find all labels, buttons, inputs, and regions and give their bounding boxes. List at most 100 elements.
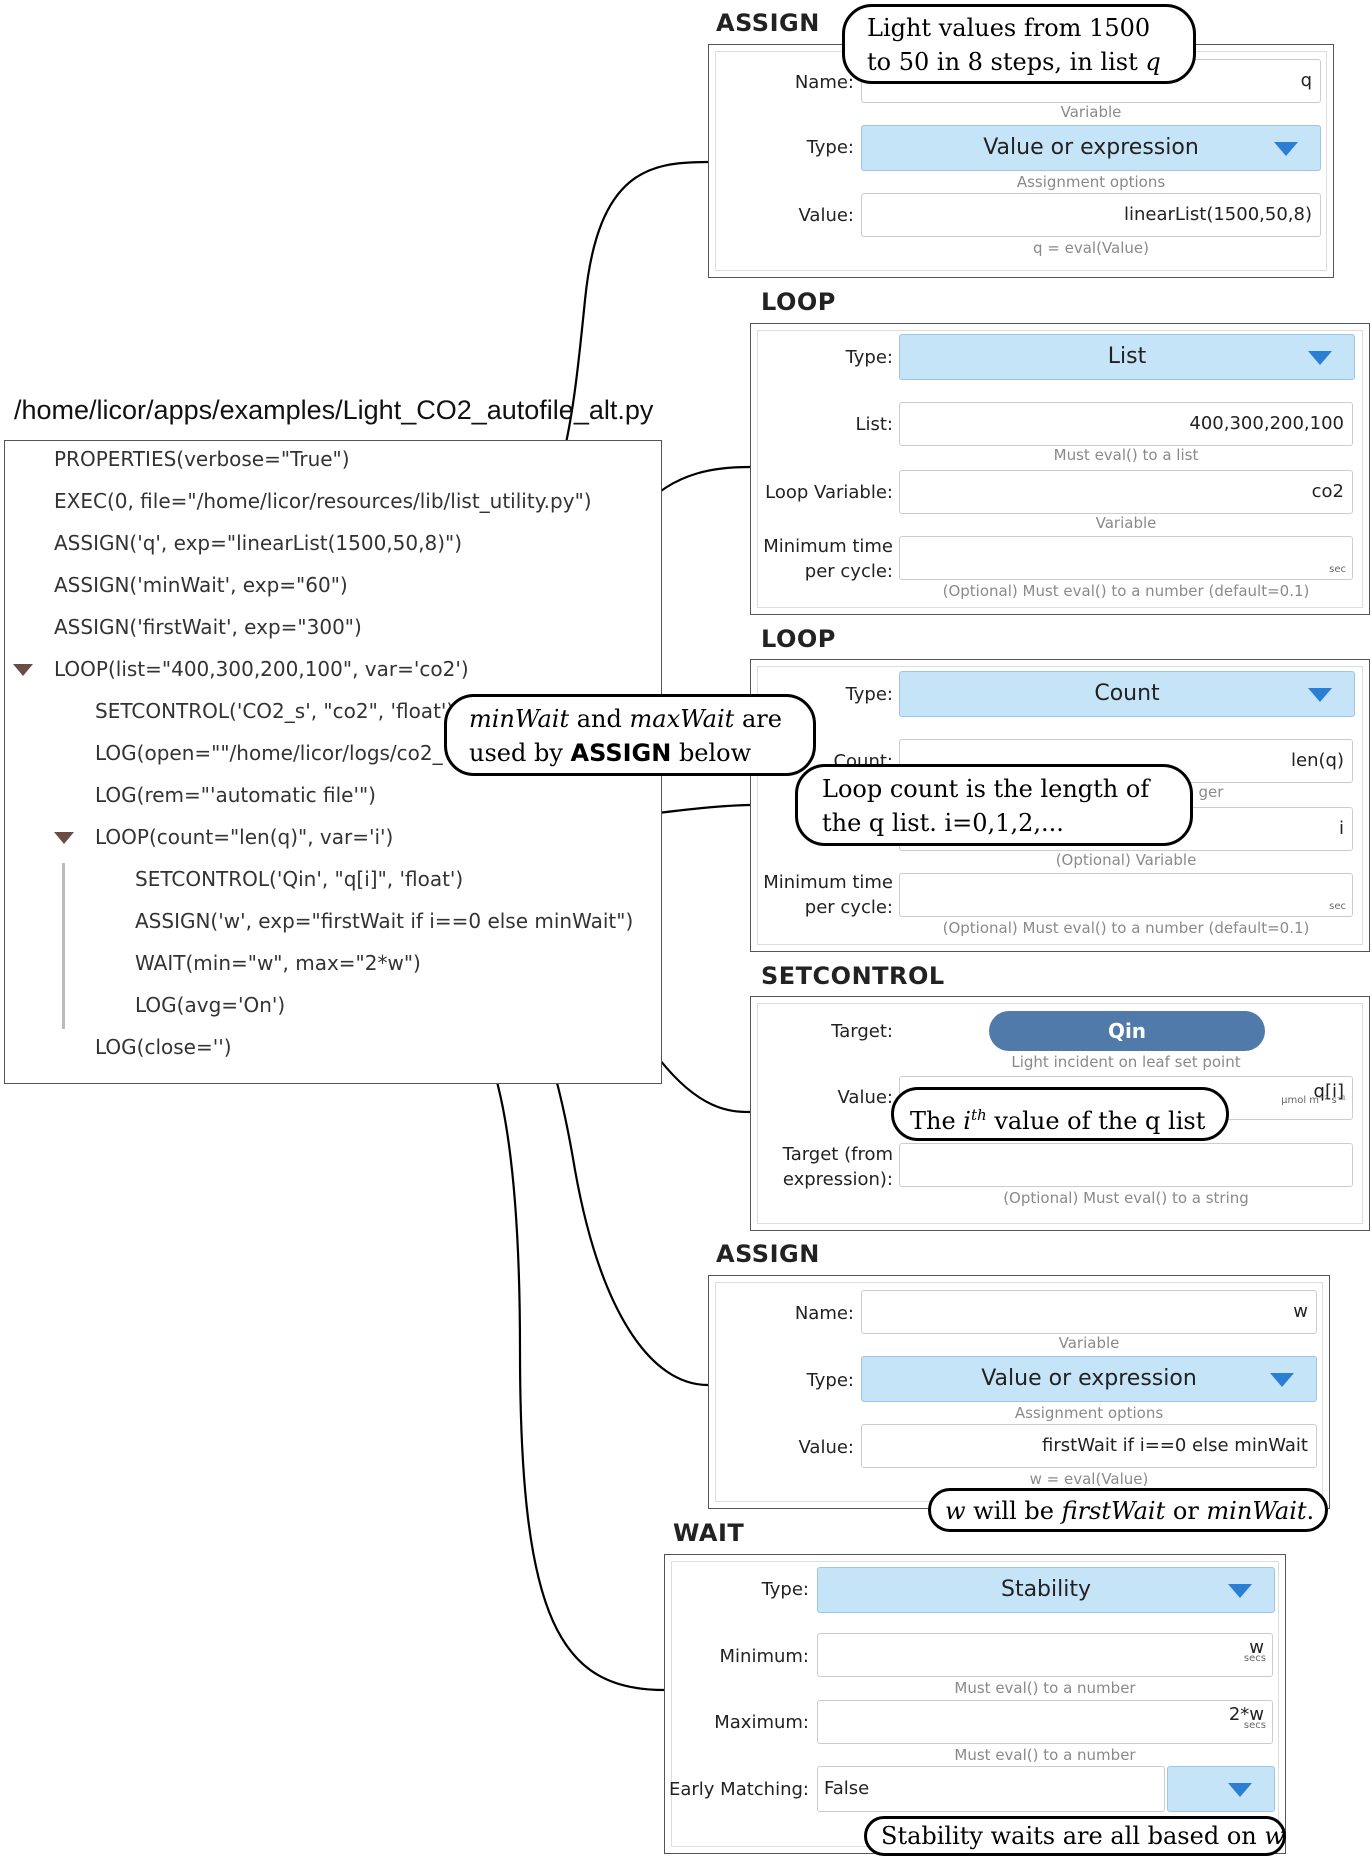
script-line-assign-w[interactable]: ASSIGN('w', exp="firstWait if i==0 else … — [135, 909, 634, 933]
min-time-unit: sec — [1329, 564, 1346, 575]
script-tree: PROPERTIES(verbose="True") EXEC(0, file=… — [4, 440, 662, 1084]
loop-variable-hint: Variable — [1095, 514, 1157, 532]
maximum-label: Maximum: — [714, 1712, 809, 1733]
target-hint: Light incident on leaf set point — [1011, 1053, 1241, 1071]
type-select-value: Stability — [1000, 1577, 1092, 1602]
setcontrol-title: SETCONTROL — [761, 962, 945, 990]
name-label: Name: — [794, 72, 854, 93]
maximum-field[interactable]: 2*w secs — [817, 1700, 1273, 1744]
min-time-field[interactable]: sec — [899, 536, 1353, 580]
callout-loopcount-line2: the q list. i=0,1,2,... — [822, 809, 1064, 837]
value-field[interactable]: firstWait if i==0 else minWait — [861, 1424, 1317, 1468]
value-label: Value: — [837, 1087, 894, 1108]
target-label: Target: — [831, 1021, 893, 1042]
minimum-field[interactable]: w secs — [817, 1633, 1273, 1677]
type-select-value: List — [1107, 344, 1147, 369]
type-label: Type: — [845, 684, 893, 705]
assign-q-title: ASSIGN — [716, 9, 820, 37]
expand-triangle-icon[interactable] — [13, 664, 33, 676]
target-button[interactable]: Qin — [989, 1011, 1265, 1051]
value-field[interactable]: linearList(1500,50,8) — [861, 193, 1321, 237]
script-line-assign-q[interactable]: ASSIGN('q', exp="linearList(1500,50,8)") — [54, 531, 463, 555]
dropdown-arrow-icon — [1274, 142, 1298, 156]
callout-w-value: w will be firstWait or minWait. — [928, 1488, 1328, 1532]
type-select[interactable]: Stability — [817, 1567, 1275, 1613]
early-matching-dropdown[interactable] — [1167, 1766, 1275, 1812]
type-label: Type: — [806, 1370, 854, 1391]
script-line-log-open[interactable]: LOG(open=""/home/licor/logs/co2_ — [95, 741, 443, 765]
script-line-setcontrol-qin[interactable]: SETCONTROL('Qin', "q[i]", 'float') — [135, 867, 464, 891]
script-line-log-rem[interactable]: LOG(rem="'automatic file'") — [95, 783, 376, 807]
assign-w-panel: Name: w Variable Type: Value or expressi… — [708, 1275, 1330, 1509]
type-select[interactable]: List — [899, 334, 1355, 380]
value-unit: µmol m⁻² s⁻¹ — [1281, 1095, 1346, 1106]
min-time-field[interactable]: sec — [899, 873, 1353, 917]
name-label: Name: — [794, 1303, 854, 1324]
script-line-loop-list[interactable]: LOOP(list="400,300,200,100", var='co2') — [54, 657, 469, 681]
type-select[interactable]: Value or expression — [861, 125, 1321, 171]
dropdown-arrow-icon — [1228, 1783, 1252, 1797]
loop-list-panel: Type: List List: 400,300,200,100 Must ev… — [750, 323, 1370, 615]
callout-ith-value: The ith value of the q list — [891, 1087, 1229, 1141]
min-time-label-1: Minimum time — [763, 536, 893, 557]
type-select[interactable]: Value or expression — [861, 1356, 1317, 1402]
list-label: List: — [855, 414, 893, 435]
type-select-value: Count — [1094, 681, 1160, 706]
min-time-label-2: per cycle: — [804, 561, 893, 582]
indent-guide — [62, 863, 65, 1029]
dropdown-arrow-icon — [1308, 351, 1332, 365]
maximum-unit: secs — [1243, 1720, 1266, 1731]
minimum-label: Minimum: — [719, 1646, 809, 1667]
type-select-value: Value or expression — [981, 1366, 1197, 1391]
type-hint: Assignment options — [1014, 1404, 1164, 1422]
assign-q-panel: Name: q Variable Type: Value or expressi… — [708, 44, 1334, 278]
list-field[interactable]: 400,300,200,100 — [899, 402, 1353, 446]
assign-w-title: ASSIGN — [716, 1240, 820, 1268]
loop-variable-label: Loop Variable: — [765, 482, 893, 503]
value-field-text: q[i] — [1313, 1081, 1344, 1102]
early-matching-field[interactable]: False — [817, 1766, 1165, 1812]
value-hint: q = eval(Value) — [1033, 239, 1149, 257]
value-label: Value: — [798, 1437, 855, 1458]
callout-minwait-line1: minWait and maxWait are — [469, 705, 782, 733]
callout-minwait: minWait and maxWait are used by ASSIGN b… — [444, 694, 816, 776]
list-hint: Must eval() to a list — [1053, 446, 1199, 464]
type-select[interactable]: Count — [899, 671, 1355, 717]
script-line-exec[interactable]: EXEC(0, file="/home/licor/resources/lib/… — [54, 489, 592, 513]
callout-minwait-line2: used by ASSIGN below — [469, 739, 752, 767]
index-hint: (Optional) Variable — [1055, 851, 1197, 869]
target-expr-label-2: expression): — [782, 1169, 893, 1190]
script-line-wait[interactable]: WAIT(min="w", max="2*w") — [135, 951, 421, 975]
wait-title: WAIT — [673, 1519, 745, 1547]
maximum-value: 2*w — [1228, 1704, 1264, 1725]
callout-loopcount-line1: Loop count is the length of — [822, 775, 1150, 803]
loop-variable-field[interactable]: co2 — [899, 470, 1353, 514]
script-line-log-avg[interactable]: LOG(avg='On') — [135, 993, 286, 1017]
target-expr-hint: (Optional) Must eval() to a string — [1003, 1189, 1249, 1207]
script-line-assign-firstwait[interactable]: ASSIGN('firstWait', exp="300") — [54, 615, 362, 639]
script-line-assign-minwait[interactable]: ASSIGN('minWait', exp="60") — [54, 573, 348, 597]
maximum-hint: Must eval() to a number — [954, 1746, 1136, 1764]
callout-stability: Stability waits are all based on w — [864, 1816, 1286, 1856]
script-line-loop-count[interactable]: LOOP(count="len(q)", var='i') — [95, 825, 394, 849]
name-hint: Variable — [1060, 103, 1122, 121]
early-matching-label: Early Matching: — [668, 1779, 809, 1800]
callout-light-values: Light values from 1500 to 50 in 8 steps,… — [842, 4, 1196, 84]
script-path: /home/licor/apps/examples/Light_CO2_auto… — [14, 395, 654, 425]
expand-triangle-icon[interactable] — [54, 832, 74, 844]
script-line-log-close[interactable]: LOG(close='') — [95, 1035, 232, 1059]
minimum-unit: secs — [1243, 1653, 1266, 1664]
wait-panel: Type: Stability Minimum: w secs Must eva… — [664, 1554, 1286, 1854]
type-label: Type: — [806, 137, 854, 158]
min-time-unit: sec — [1329, 901, 1346, 912]
minimum-hint: Must eval() to a number — [954, 1679, 1136, 1697]
min-time-label-1: Minimum time — [763, 872, 893, 893]
min-time-hint: (Optional) Must eval() to a number (defa… — [942, 919, 1310, 937]
script-line-setcontrol-co2[interactable]: SETCONTROL('CO2_s', "co2", 'float') — [95, 699, 455, 723]
target-expr-field[interactable] — [899, 1143, 1353, 1187]
type-label: Type: — [845, 347, 893, 368]
count-hint: ger — [1198, 783, 1224, 801]
name-field[interactable]: w — [861, 1290, 1317, 1334]
script-line-properties[interactable]: PROPERTIES(verbose="True") — [54, 447, 350, 471]
dropdown-arrow-icon — [1270, 1373, 1294, 1387]
